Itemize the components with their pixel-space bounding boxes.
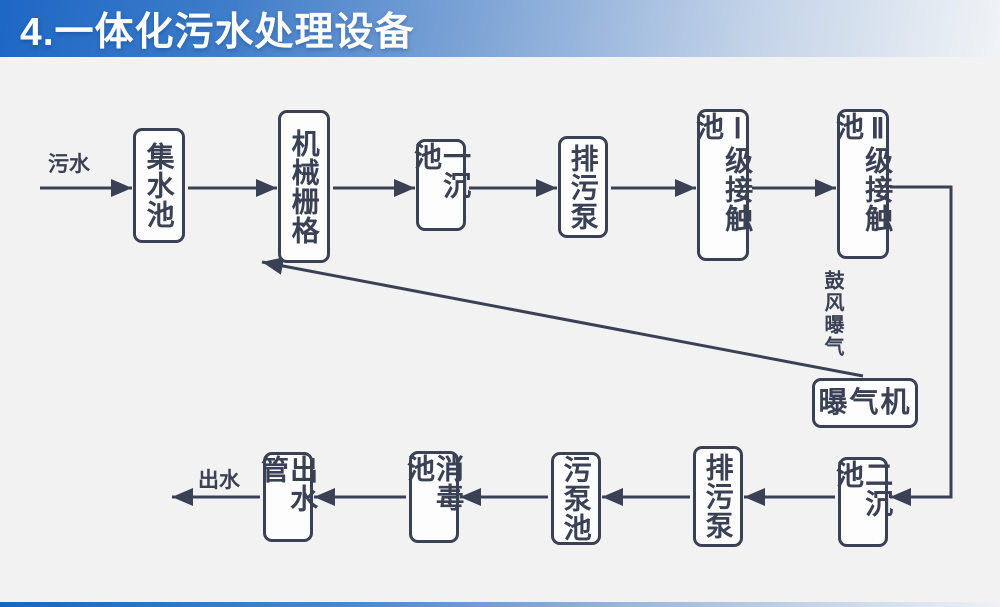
node-outlet-pipe: 出水管: [258, 452, 318, 542]
inlet-label: 污水: [48, 153, 90, 176]
title-banner: 4.一体化污水处理设备: [0, 0, 1000, 57]
node-disinfection-tank: 消毒池: [404, 451, 464, 543]
node-contact-tank-level-1: Ⅰ级接触池: [693, 109, 753, 261]
node-sewage-pump-top: 排污泵: [558, 136, 608, 238]
arrow-contact2-to-secondary: [890, 185, 953, 506]
bottom-accent-bar: [0, 602, 1000, 607]
page-title: 4.一体化污水处理设备: [20, 10, 415, 54]
blast-aeration-label: 鼓风曝气: [821, 270, 843, 358]
node-primary-sedimentation-tank: 一沉池: [411, 139, 471, 231]
node-collecting-tank: 集水池: [133, 128, 185, 243]
node-aerator: 曝气机: [812, 378, 918, 428]
node-sewage-pump-bottom: 排污泵: [693, 446, 743, 547]
outlet-label: 出水: [198, 469, 240, 492]
node-secondary-sedimentation-tank: 二沉池: [833, 457, 893, 547]
node-mechanical-screen: 机械栅格: [278, 110, 330, 263]
node-contact-tank-level-2: Ⅱ级接触池: [833, 109, 893, 259]
arrow-aerator-to-contact2: [261, 257, 864, 378]
node-sludge-pump-tank: 污泵池: [551, 452, 601, 545]
